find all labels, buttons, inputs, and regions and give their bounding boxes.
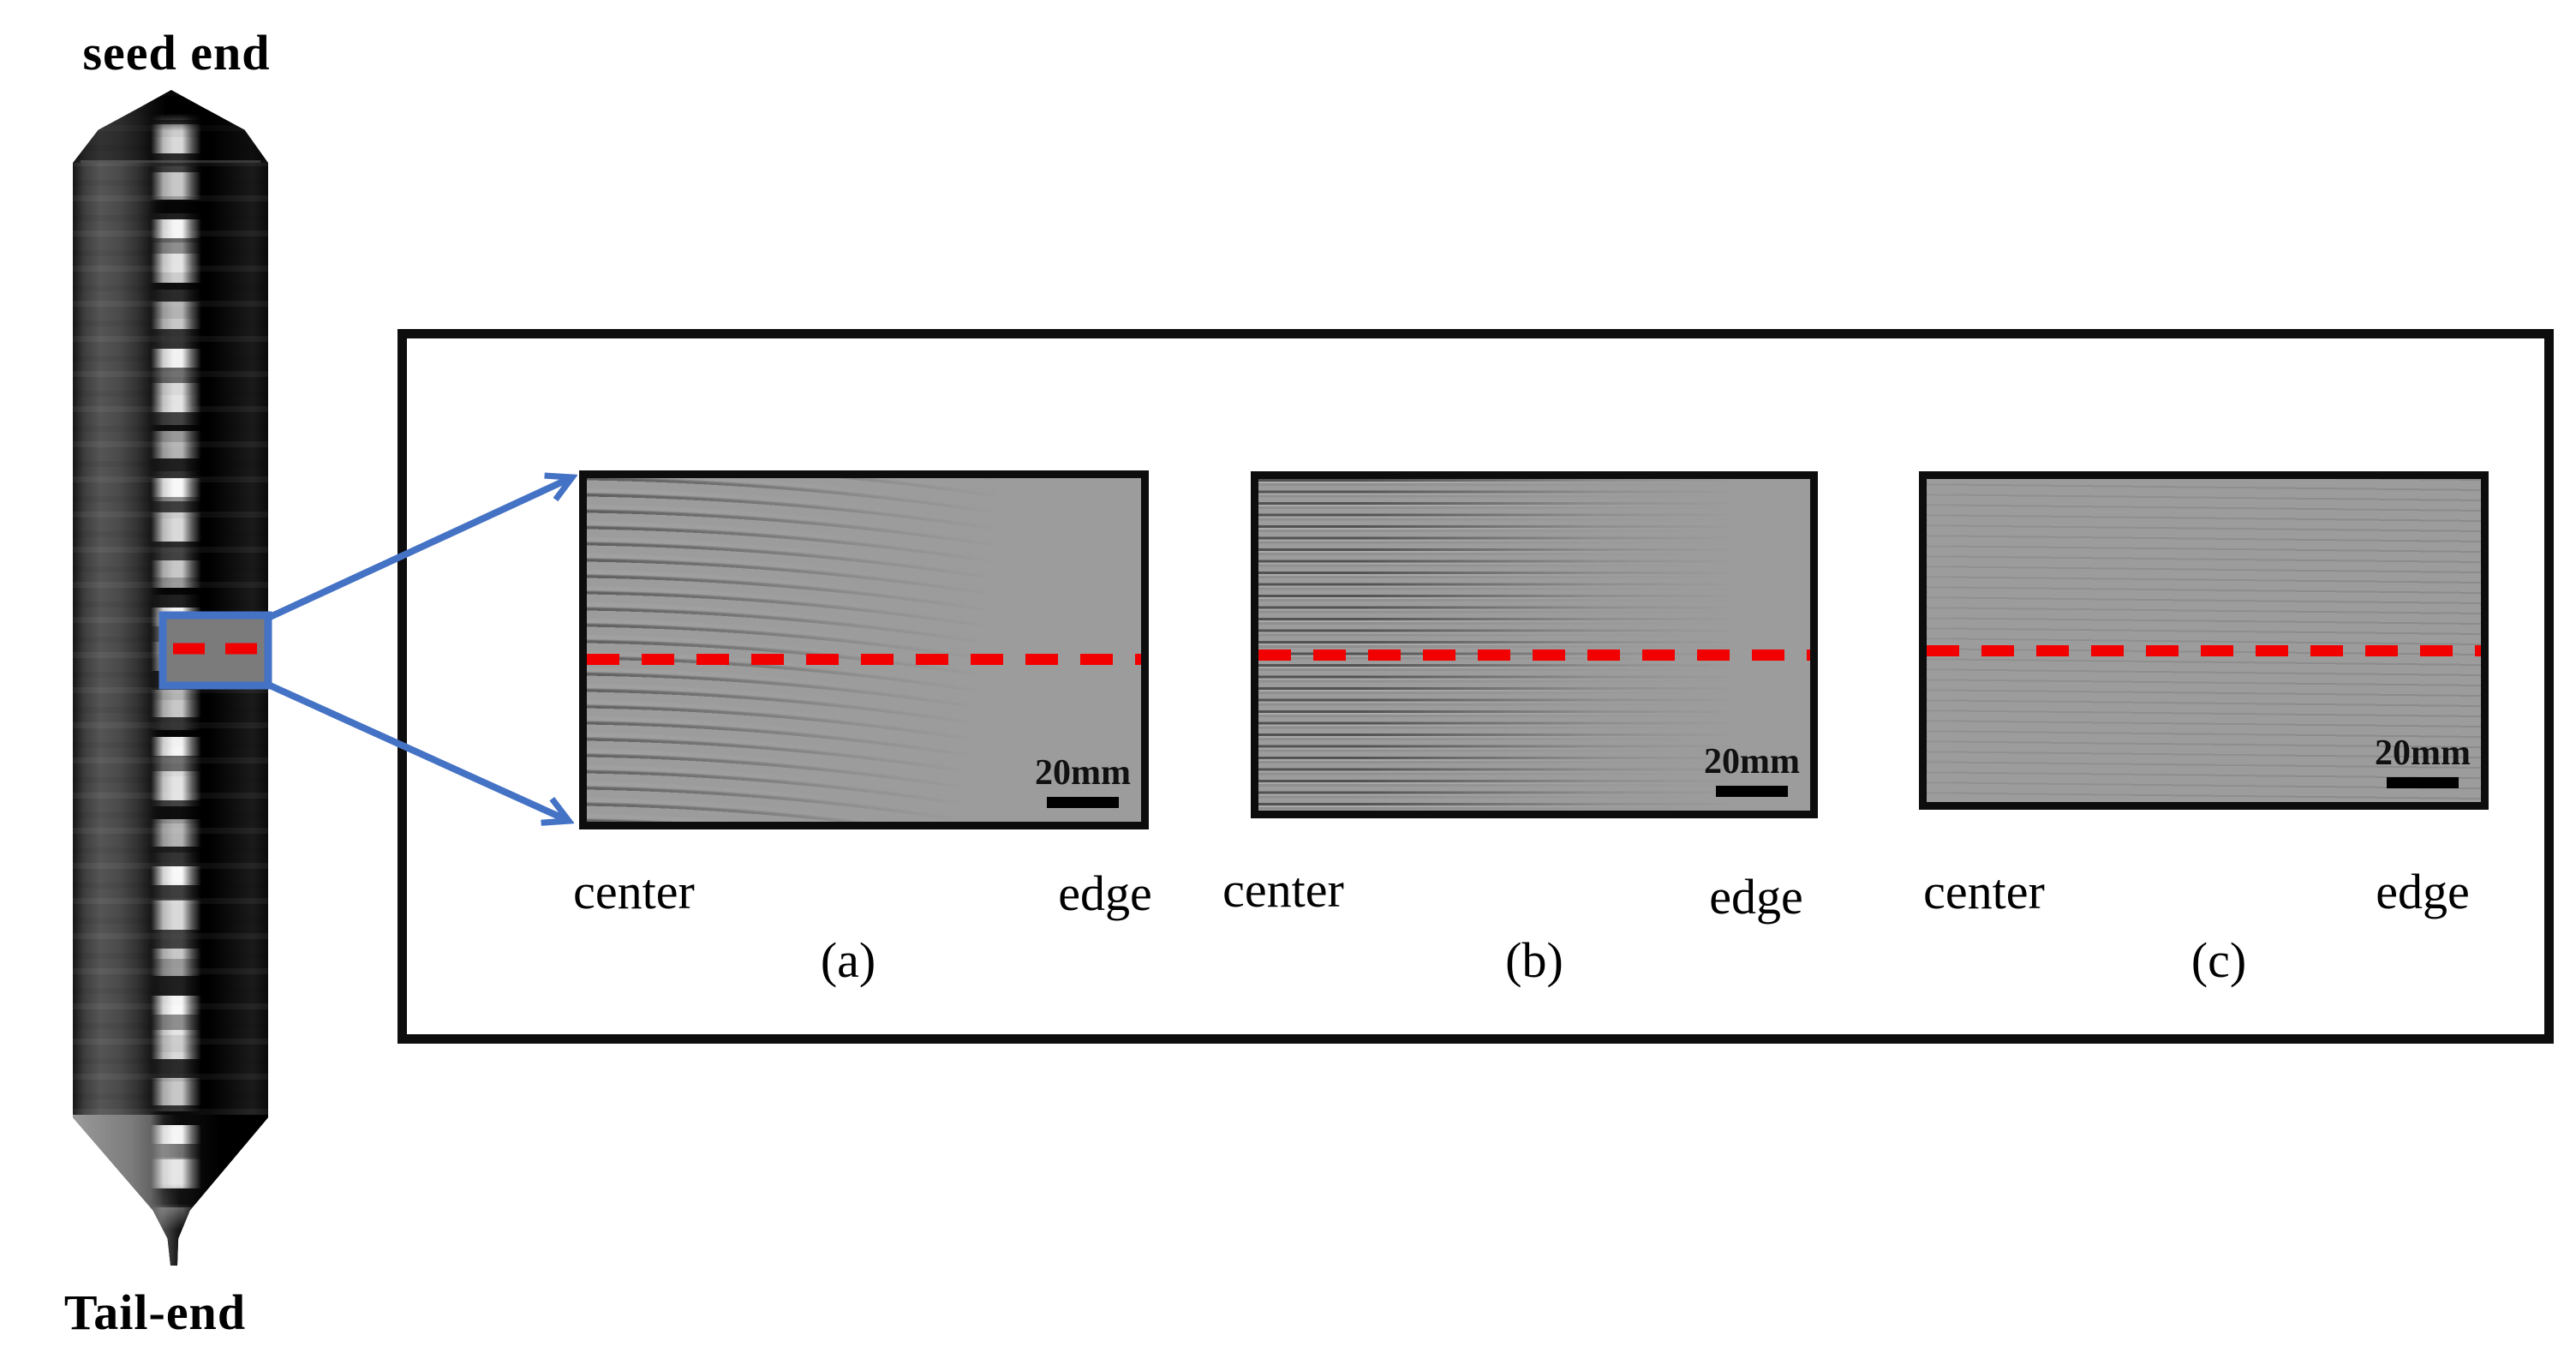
caption-b: (b)	[1505, 932, 1563, 988]
center-label-b: center	[1222, 862, 1344, 918]
striation-texture-c	[1927, 479, 2481, 802]
edge-label-c: edge	[2376, 864, 2470, 919]
ingot-bright-streak	[151, 90, 202, 1266]
caption-c: (c)	[2190, 932, 2247, 988]
striation-texture-b	[1258, 479, 1810, 811]
micrograph-panel-c: 20mm	[1919, 471, 2489, 810]
center-label-c: center	[1923, 864, 2045, 919]
red-dashed-centerline-b	[1258, 650, 1810, 661]
micrograph-panel-b: 20mm	[1251, 471, 1818, 818]
edge-label-a: edge	[1058, 865, 1152, 921]
red-dashed-centerline-a	[587, 654, 1141, 665]
scale-label: 20mm	[1035, 753, 1131, 793]
red-dashed-centerline-c	[1927, 645, 2481, 656]
ingot-shoulder-ridge	[81, 160, 260, 164]
scale-bar-block-c: 20mm	[2375, 735, 2471, 788]
edge-label-b: edge	[1709, 869, 1803, 925]
micrograph-panel-a: 20mm	[579, 470, 1149, 829]
center-label-a: center	[573, 864, 695, 919]
scale-bar	[1047, 797, 1119, 808]
ingot-photo	[73, 90, 268, 1266]
seed-end-label: seed end	[82, 25, 271, 81]
striation-texture-a	[587, 478, 1141, 822]
caption-a: (a)	[820, 932, 876, 988]
tail-end-label: Tail-end	[63, 1284, 247, 1340]
scale-bar-block-a: 20mm	[1035, 755, 1131, 808]
scale-bar-block-b: 20mm	[1704, 744, 1800, 797]
scale-bar	[2387, 777, 2459, 788]
scale-bar	[1716, 786, 1788, 797]
scale-label: 20mm	[2375, 733, 2471, 773]
scale-label: 20mm	[1704, 742, 1800, 781]
